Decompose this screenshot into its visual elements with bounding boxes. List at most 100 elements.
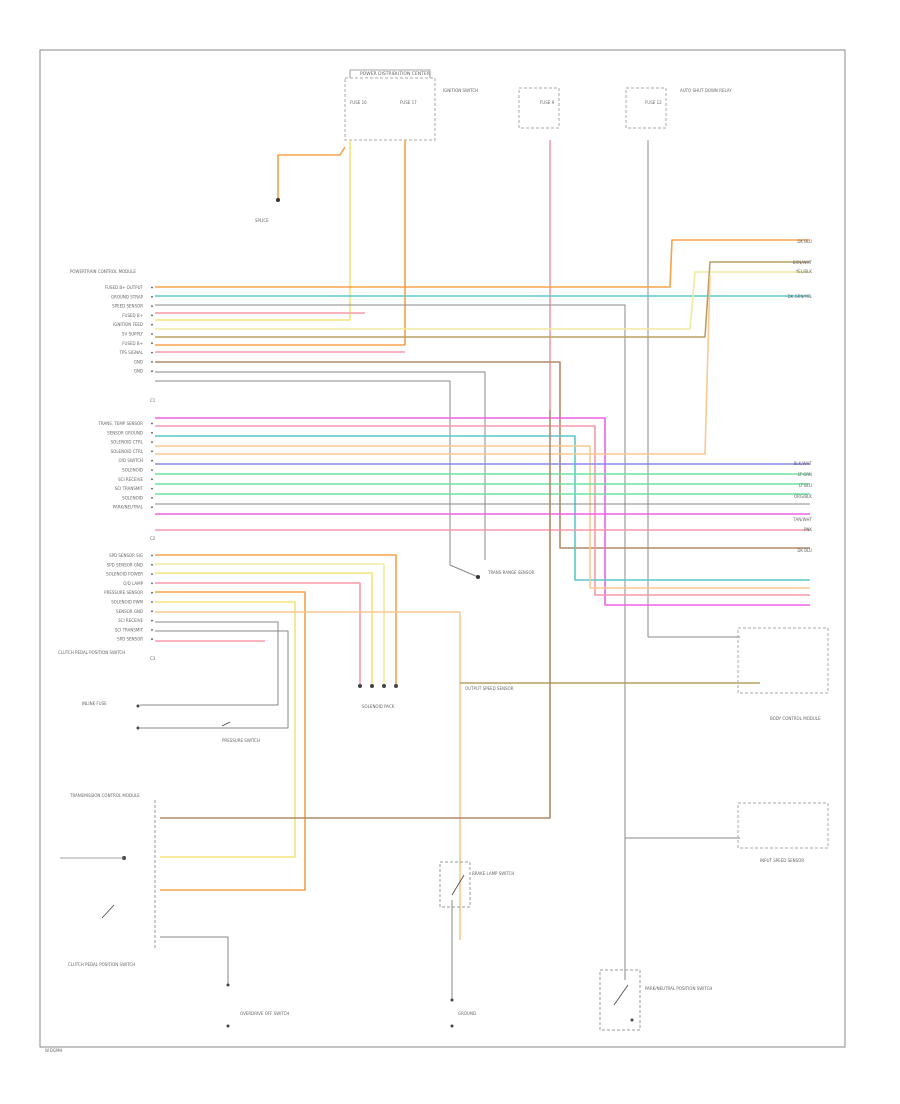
tcm-switch-blade — [101, 904, 115, 919]
pcm-pin-a-1: FUSED B+ OUTPUT — [105, 285, 144, 290]
ground-label: GROUND — [458, 1011, 476, 1016]
wire-pcm-5 — [155, 271, 810, 330]
wire-ignition-box — [349, 69, 431, 78]
park-neutral-box — [599, 969, 641, 1031]
pcm-pin-a-7: FUSED B+ — [122, 341, 143, 346]
pcm-pin-a-terminal-1 — [151, 286, 153, 289]
pcm-pin-b-5: O/D SWITCH — [118, 458, 143, 463]
top-power-section: POWER DISTRIBUTION CENTER FUSE 16 FUSE 1… — [255, 71, 732, 223]
body-control-module-label: BODY CONTROL MODULE — [770, 716, 821, 721]
right-connector-10: PNK — [804, 527, 812, 532]
pcm-pin-a-6: 5V SUPPLY — [122, 332, 144, 337]
pcm-pin-b-terminal-10 — [151, 506, 153, 509]
pcm-pin-b-8: SCI TRANSMIT — [115, 486, 144, 491]
pcm-pin-b-2: SENSOR GROUND — [107, 430, 143, 435]
pcm-pin-a-9: GND — [134, 359, 143, 364]
pcm-pin-b-4: SOLENOID CTRL — [111, 449, 144, 454]
tcm-label: TRANSMISSION CONTROL MODULE — [69, 793, 140, 798]
bottom-ground-dot — [450, 1024, 454, 1028]
pcm-pin-b-terminal-3 — [151, 441, 153, 443]
middle-components: TRANS RANGE SENSOR SOLENOID PACK OUTPUT … — [45, 239, 829, 1053]
wire-pcm-24 — [155, 563, 385, 686]
pcm-pin-a-8: TPS SIGNAL — [119, 350, 144, 355]
pcm-pin-a-terminal-5 — [151, 323, 153, 326]
pcm-pin-b-terminal-9 — [151, 497, 153, 499]
wire-pcm-13 — [155, 435, 810, 581]
right-connector-1: DK BLU — [797, 239, 812, 244]
pcm-pin-c-terminal-5 — [151, 591, 153, 594]
right-connector-7: LT BLU — [799, 483, 812, 488]
solenoid-pin-2 — [370, 684, 374, 688]
pcm-pin-b-terminal-6 — [151, 469, 153, 471]
wire-pcm-28 — [155, 601, 296, 858]
od-ground-dot — [226, 983, 230, 987]
pcm-pin-c-terminal-6 — [151, 601, 153, 603]
wire-pcm-10 — [155, 380, 479, 578]
wire-pcm-11 — [155, 417, 810, 606]
ignition-label: IGNITION SWITCH — [443, 88, 478, 93]
pcm-pin-c-4: O/D LAMP — [123, 581, 143, 586]
pcm-pin-a-4: FUSED B+ — [122, 313, 143, 318]
bottom-switches: BRAKE LAMP SWITCH PARK/NEUTRAL POSITION … — [226, 861, 712, 1031]
connector-c3-label: C3 — [150, 656, 156, 661]
brake-switch-box — [439, 861, 471, 908]
right-connector-11: DK BLU — [797, 548, 812, 553]
right-connector-2: BRN/WHT — [793, 260, 813, 265]
input-speed-box — [737, 802, 829, 849]
pcm-pin-c-terminal-7 — [151, 610, 153, 613]
pcm-pin-c-terminal-8 — [151, 619, 153, 622]
pcm-pin-b-terminal-7 — [151, 478, 153, 481]
inline-fuse-dot-2 — [136, 726, 140, 730]
park-neutral-blade — [613, 984, 629, 1006]
left-switches: CLUTCH PEDAL POSITION SWITCH INLINE FUSE… — [58, 650, 260, 743]
pcm-pin-c-9: SCI TRANSMIT — [115, 627, 144, 632]
fuse-label-1: FUSE 16 — [350, 100, 367, 105]
od-switch-label: OVERDRIVE OFF SWITCH — [240, 1011, 289, 1016]
pcm-pin-b-terminal-1 — [151, 422, 153, 425]
wire-pcm-31 — [140, 630, 289, 729]
fuse-label-2: FUSE 17 — [400, 100, 417, 105]
wire-fuse12-feed — [647, 140, 740, 638]
wire-ignition-feed — [277, 146, 346, 198]
brake-switch-blade — [451, 874, 465, 896]
pcm-label: POWERTRAIN CONTROL MODULE — [70, 269, 136, 274]
right-connector-9: TAN/WHT — [792, 517, 812, 522]
pcm-pin-b-7: SCI RECEIVE — [118, 477, 143, 482]
pcm-pin-c-5: PRESSURE SENSOR — [104, 590, 143, 595]
clutch-pedal-label: CLUTCH PEDAL POSITION SWITCH — [68, 962, 135, 967]
pcm-pin-a-terminal-2 — [151, 295, 153, 298]
fuse-label-4: FUSE 12 — [645, 100, 662, 105]
tcm-section: TRANSMISSION CONTROL MODULE CLUTCH PEDAL… — [60, 793, 156, 967]
pcm-pin-c-terminal-2 — [151, 563, 153, 566]
footer-code: W.DGMH — [45, 1048, 62, 1053]
wire-pcm-6 — [155, 261, 810, 338]
pcm-pin-a-terminal-6 — [151, 333, 153, 335]
pcm-pin-a-terminal-8 — [151, 351, 153, 354]
wire-pcm-23 — [155, 554, 397, 686]
power-distribution-box — [344, 77, 436, 141]
pcm-pin-b-3: SOLENOID CTRL — [111, 440, 144, 445]
brake-switch-label: BRAKE LAMP SWITCH — [472, 871, 514, 876]
inline-fuse-dot-1 — [136, 704, 140, 708]
pcm-pin-a-terminal-9 — [151, 361, 153, 363]
pcm-pin-c-6: SOLENOID PWM — [111, 600, 143, 605]
right-module-box: BODY CONTROL MODULE INPUT SPEED SENSOR — [737, 627, 829, 863]
wire-pcm-12 — [155, 425, 810, 596]
pcm-pin-a-terminal-10 — [151, 370, 153, 373]
pcm-pin-c-terminal-9 — [151, 629, 153, 631]
pcm-pin-a-terminal-3 — [151, 305, 153, 307]
pcm-pin-c-1: SPD SENSOR SIG — [109, 553, 143, 558]
right-connector-8: ORG/BLK — [794, 494, 812, 499]
wire-pcm-9 — [155, 371, 486, 560]
inline-fuse-label: INLINE FUSE — [82, 701, 107, 706]
wire-pcm-25 — [155, 572, 373, 686]
right-connector-3: YEL/BLK — [795, 269, 813, 274]
diagram-frame — [39, 49, 846, 1048]
wire-pcm-14 — [155, 445, 810, 589]
wire-fuse17-feed — [155, 140, 406, 346]
solenoid-pin-1 — [358, 684, 362, 688]
wire-pcm-15 — [155, 274, 711, 455]
